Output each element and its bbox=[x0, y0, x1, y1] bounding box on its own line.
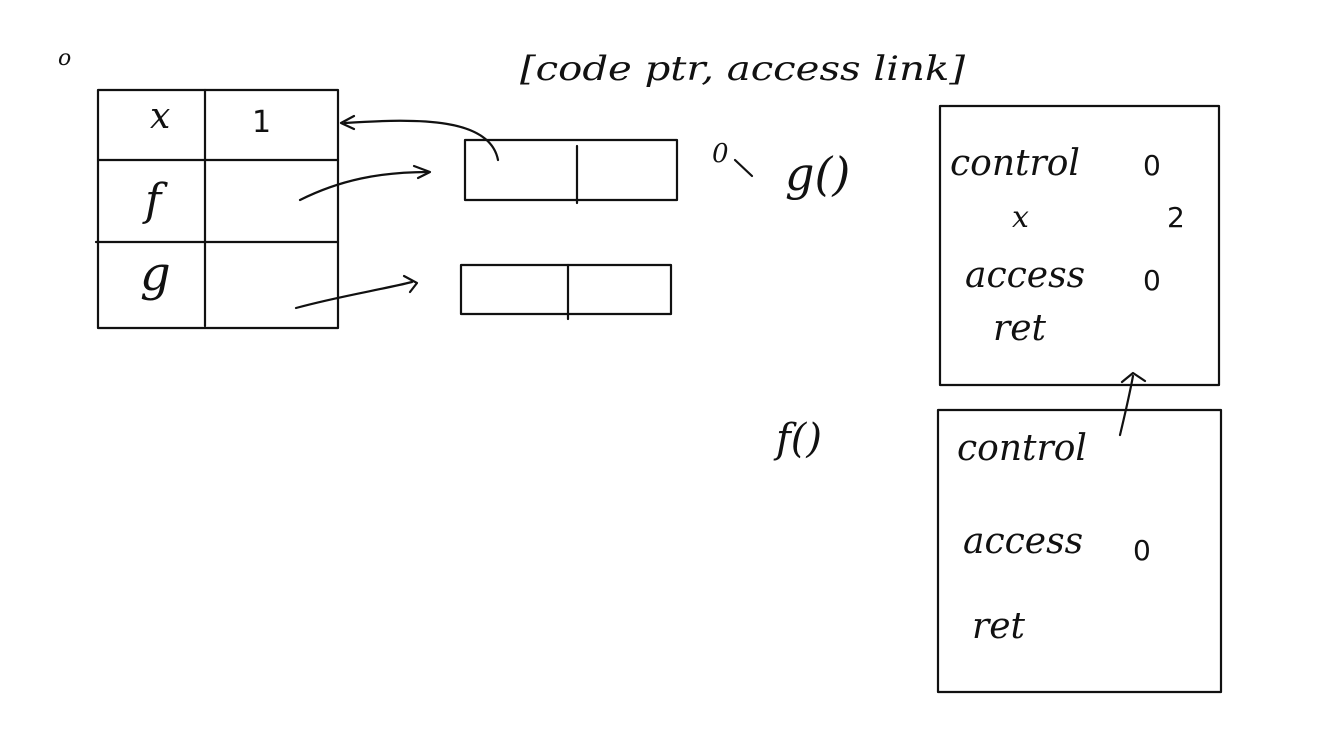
activation-frame-g: control 0 x 2 access 0 ret bbox=[938, 104, 1221, 387]
origin-label: o bbox=[58, 46, 71, 71]
frame-field-value: 2 bbox=[1167, 201, 1185, 234]
table-row-name: x bbox=[150, 96, 170, 137]
frame-field-name: ret bbox=[993, 308, 1047, 349]
frame-field-name: access bbox=[963, 521, 1083, 562]
activation-frame-f: control access 0 ret bbox=[936, 408, 1223, 694]
table-row-name: f bbox=[142, 175, 168, 226]
table-border bbox=[96, 88, 340, 330]
frame-field-value: 0 bbox=[1143, 264, 1161, 297]
closure-caption: [code ptr, access link] bbox=[520, 49, 966, 89]
closure-caption-text: [code ptr, access link] bbox=[520, 49, 966, 89]
frame-field-name: x bbox=[1012, 200, 1029, 235]
frame-border bbox=[938, 104, 1221, 387]
closure-box-border bbox=[459, 263, 673, 316]
arrow-g-to-closure bbox=[294, 274, 419, 310]
closure-marker-label: 0 bbox=[712, 139, 729, 169]
arrow-access-link-to-x bbox=[339, 114, 500, 162]
arrow-control-link bbox=[1118, 371, 1147, 437]
arrow-f-to-closure bbox=[298, 164, 432, 202]
closure-box-border bbox=[463, 138, 679, 202]
frame-field-value: 0 bbox=[1133, 534, 1151, 567]
table-row-name: g bbox=[140, 246, 171, 302]
f-call-label: f() bbox=[773, 416, 822, 462]
frame-field-name: access bbox=[965, 255, 1085, 296]
frame-field-name: control bbox=[950, 143, 1080, 184]
frame-field-name: ret bbox=[972, 606, 1026, 647]
global-env-table: x 1 f g bbox=[94, 88, 340, 330]
closure-box-f bbox=[463, 138, 679, 205]
frame-border bbox=[936, 408, 1223, 694]
frame-field-name: control bbox=[957, 428, 1087, 469]
frame-field-value: 0 bbox=[1143, 149, 1161, 182]
closure-box-g bbox=[459, 263, 673, 321]
closure-marker-tick bbox=[733, 158, 754, 178]
g-call-label: g() bbox=[785, 147, 850, 201]
table-row-value: 1 bbox=[252, 105, 271, 140]
